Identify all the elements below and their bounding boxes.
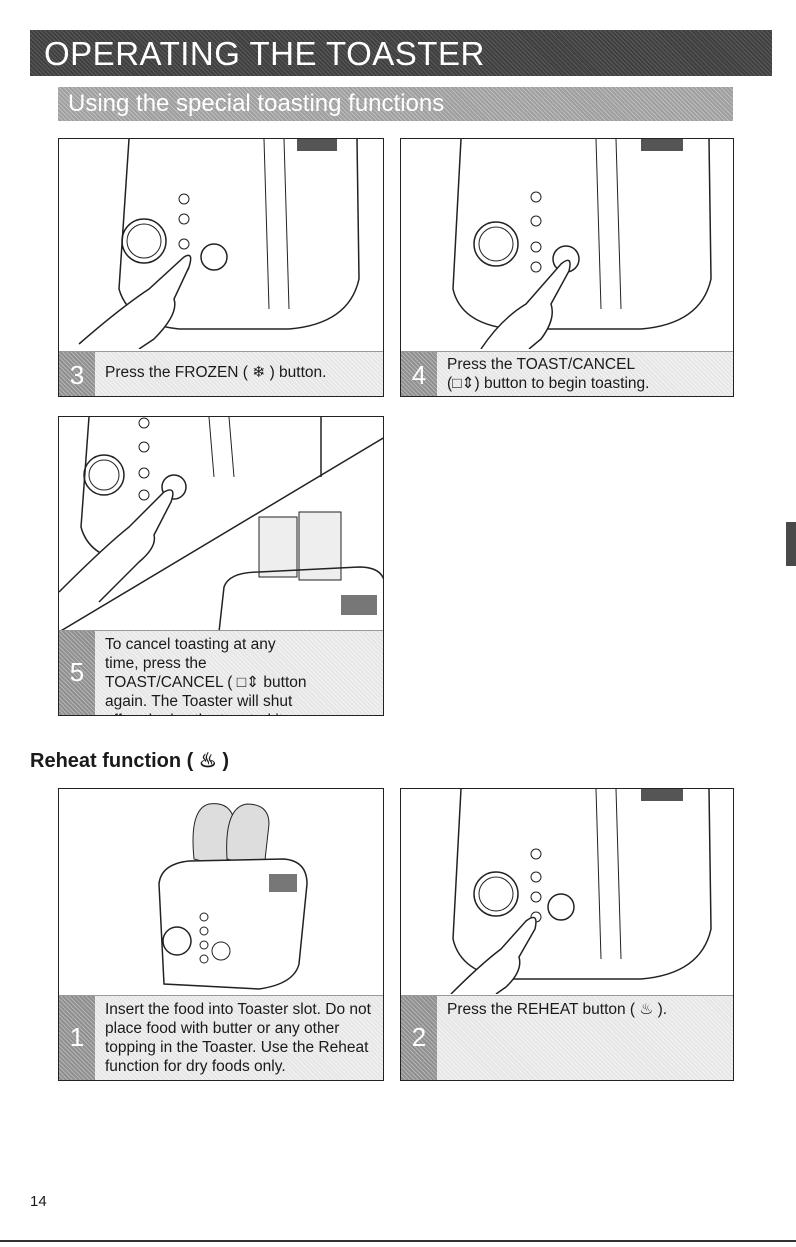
step-number: 2	[411, 1022, 427, 1052]
reheat-heading: Reheat function ( ♨ )	[30, 750, 230, 772]
step-badge: 4	[401, 352, 437, 396]
toaster-frozen-button-illustration	[78, 139, 360, 349]
step-caption: 5 To cancel toasting at any time, press …	[59, 630, 383, 715]
step-badge: 3	[59, 352, 95, 396]
step-number: 4	[411, 360, 427, 390]
toaster-cancel-raise-illustration	[59, 417, 383, 632]
step-number: 1	[69, 1022, 85, 1052]
reheat-step-2-panel: 2 Press the REHEAT button ( ♨ ).	[400, 788, 734, 1081]
bottom-rule	[0, 1240, 796, 1242]
step-badge: 2	[401, 996, 437, 1080]
step-caption: 1 Insert the food into Toaster slot. Do …	[59, 995, 383, 1080]
reheat-step-1-panel: 1 Insert the food into Toaster slot. Do …	[58, 788, 384, 1081]
step-text: Press the REHEAT button ( ♨ ).	[447, 1001, 668, 1018]
step-4-panel: 4 Press the TOAST/CANCEL (□⇕) button to …	[400, 138, 734, 397]
toaster-with-bread-illustration	[158, 803, 308, 990]
step-caption: 2 Press the REHEAT button ( ♨ ).	[401, 995, 733, 1080]
subsection-banner: Using the special toasting functions	[58, 87, 733, 121]
toaster-reheat-button-illustration	[450, 789, 712, 994]
subsection-title: Using the special toasting functions	[68, 90, 445, 117]
page-number: 14	[30, 1193, 47, 1210]
step-number: 3	[69, 360, 85, 390]
step-text: Press the FROZEN ( ❄ ) button.	[105, 364, 327, 381]
step-caption: 4 Press the TOAST/CANCEL (□⇕) button to …	[401, 351, 733, 396]
section-title: OPERATING THE TOASTER	[44, 35, 485, 72]
step-5-panel: 5 To cancel toasting at any time, press …	[58, 416, 384, 716]
step-text: Press the TOAST/CANCEL (□⇕) button to be…	[447, 356, 650, 392]
step-badge: 5	[59, 631, 95, 715]
step-3-panel: 3 Press the FROZEN ( ❄ ) button.	[58, 138, 384, 397]
step-badge: 1	[59, 996, 95, 1080]
step-caption: 3 Press the FROZEN ( ❄ ) button.	[59, 351, 383, 396]
toaster-toast-cancel-illustration	[452, 139, 712, 349]
section-thumb-tab	[786, 522, 796, 566]
step-text: To cancel toasting at any time, press th…	[105, 636, 309, 715]
section-banner: OPERATING THE TOASTER	[30, 30, 772, 76]
step-text: Insert the food into Toaster slot. Do no…	[105, 1001, 371, 1075]
step-number: 5	[69, 657, 85, 687]
